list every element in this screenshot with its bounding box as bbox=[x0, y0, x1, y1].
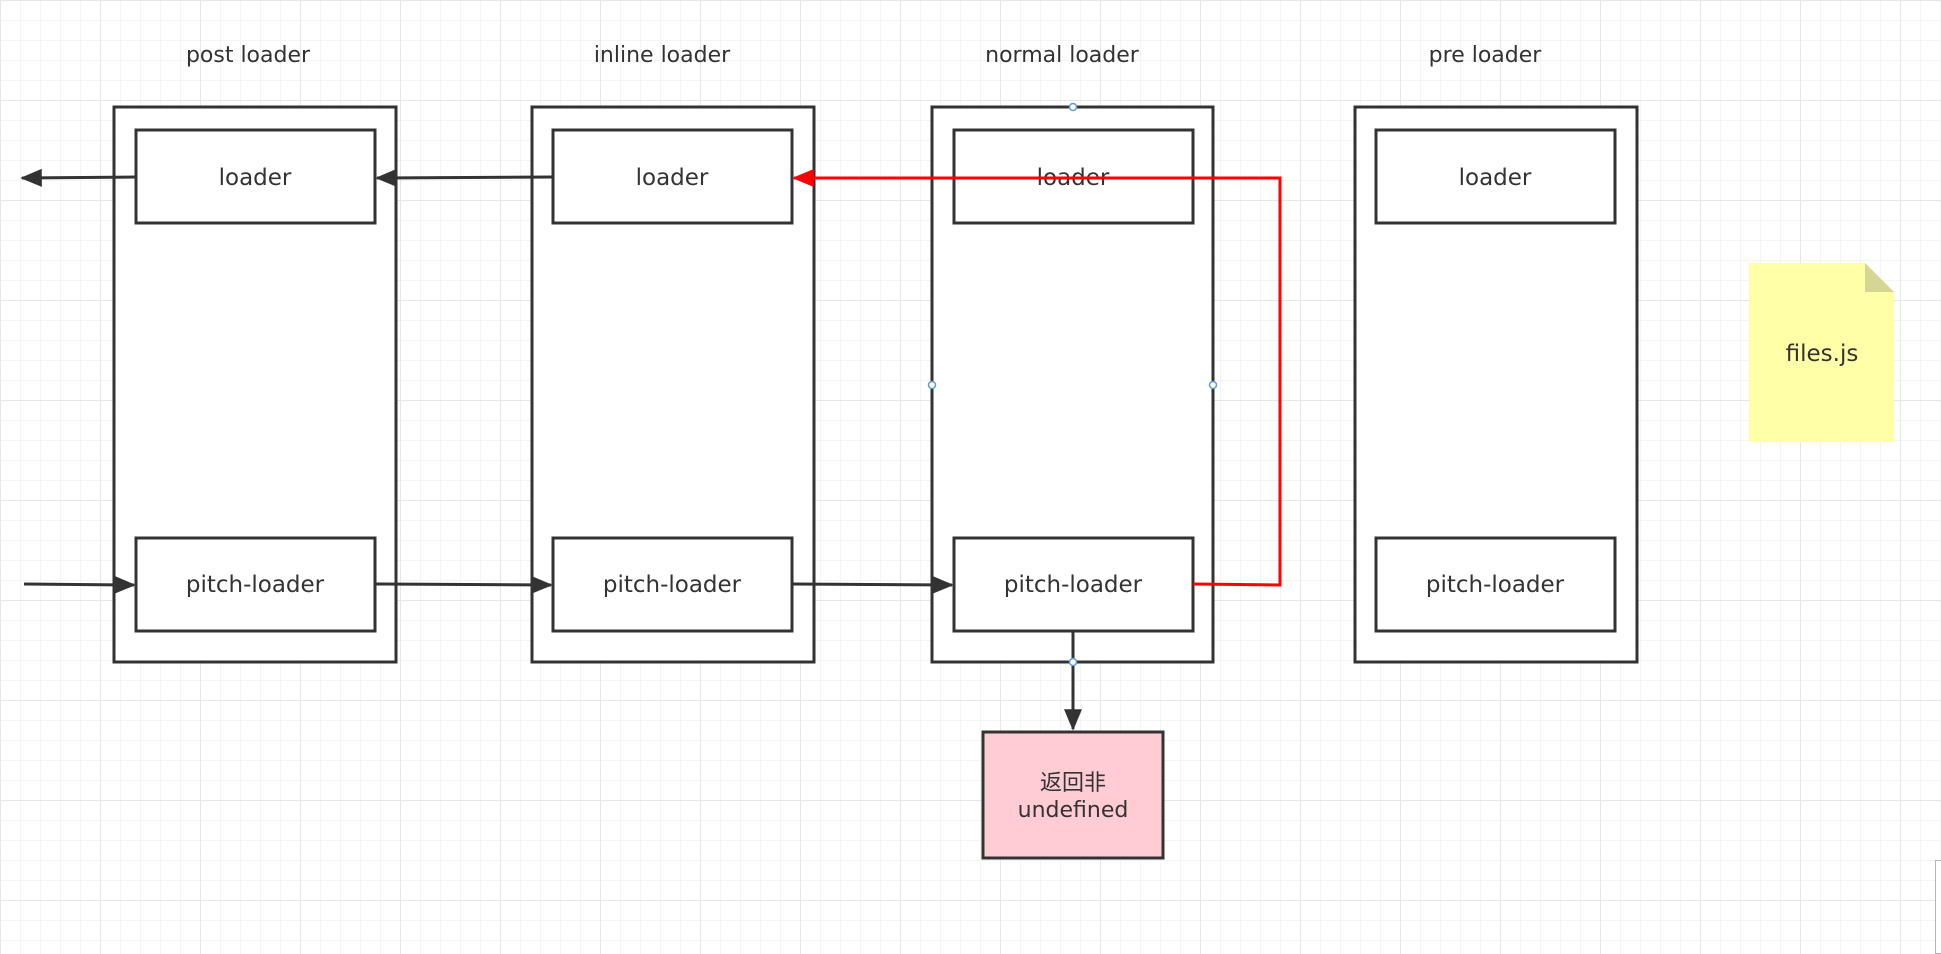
column-title-pre: pre loader bbox=[1429, 43, 1543, 68]
selection-handle-top[interactable] bbox=[1068, 102, 1078, 112]
loader-box-label: loader bbox=[636, 165, 709, 191]
column-pre-loader[interactable]: loader pitch-loader bbox=[1353, 105, 1639, 664]
edge-inline-pitch-to-normal-pitch[interactable] bbox=[791, 575, 954, 594]
sticky-note-fold bbox=[1865, 263, 1894, 292]
pitch-loader-box[interactable] bbox=[952, 536, 1195, 633]
column-normal-loader[interactable]: loader pitch-loader bbox=[930, 105, 1215, 664]
pitch-loader-box-label: pitch-loader bbox=[1426, 572, 1565, 598]
column-title-post: post loader bbox=[186, 43, 311, 68]
edge-post-loader-to-exit[interactable] bbox=[20, 168, 137, 187]
pitch-loader-box[interactable] bbox=[1374, 536, 1617, 633]
sticky-note-files-js[interactable]: files.js bbox=[1749, 263, 1894, 442]
loader-box[interactable] bbox=[551, 128, 794, 225]
selection-handle-right[interactable] bbox=[1208, 380, 1218, 390]
pitch-loader-box-label: pitch-loader bbox=[603, 572, 742, 598]
edge-entry-to-post-pitch[interactable] bbox=[23, 575, 136, 594]
column-title-normal: normal loader bbox=[985, 43, 1140, 68]
result-line-1: 返回非 bbox=[1040, 771, 1106, 796]
loader-box[interactable] bbox=[1374, 128, 1617, 225]
pitch-loader-box[interactable] bbox=[551, 536, 794, 633]
sticky-note-body[interactable] bbox=[1749, 263, 1894, 442]
column-post-loader[interactable]: loader pitch-loader bbox=[112, 105, 398, 664]
column-inline-loader[interactable]: loader pitch-loader bbox=[530, 105, 816, 664]
loader-box[interactable] bbox=[134, 128, 377, 225]
selection-handle-left[interactable] bbox=[927, 380, 937, 390]
pitch-loader-box-label: pitch-loader bbox=[1004, 572, 1143, 598]
loader-box-label: loader bbox=[1459, 165, 1532, 191]
pitch-loader-box[interactable] bbox=[134, 536, 377, 633]
result-box-shape[interactable] bbox=[981, 730, 1165, 860]
sticky-note-label: files.js bbox=[1786, 341, 1859, 367]
pitch-loader-box-label: pitch-loader bbox=[186, 572, 325, 598]
result-box[interactable]: 返回非 undefined bbox=[981, 730, 1165, 860]
edge-post-pitch-to-inline-pitch[interactable] bbox=[374, 575, 553, 594]
edge-normal-pitch-return-to-inline-loader[interactable] bbox=[792, 169, 1282, 587]
column-title-inline: inline loader bbox=[594, 43, 731, 68]
minimap-panel-edge[interactable] bbox=[1935, 860, 1941, 954]
result-line-2: undefined bbox=[1018, 798, 1129, 823]
selection-handle-bottom[interactable] bbox=[1068, 657, 1078, 667]
loader-box-label: loader bbox=[219, 165, 292, 191]
edge-inline-loader-to-post-loader[interactable] bbox=[375, 168, 554, 187]
